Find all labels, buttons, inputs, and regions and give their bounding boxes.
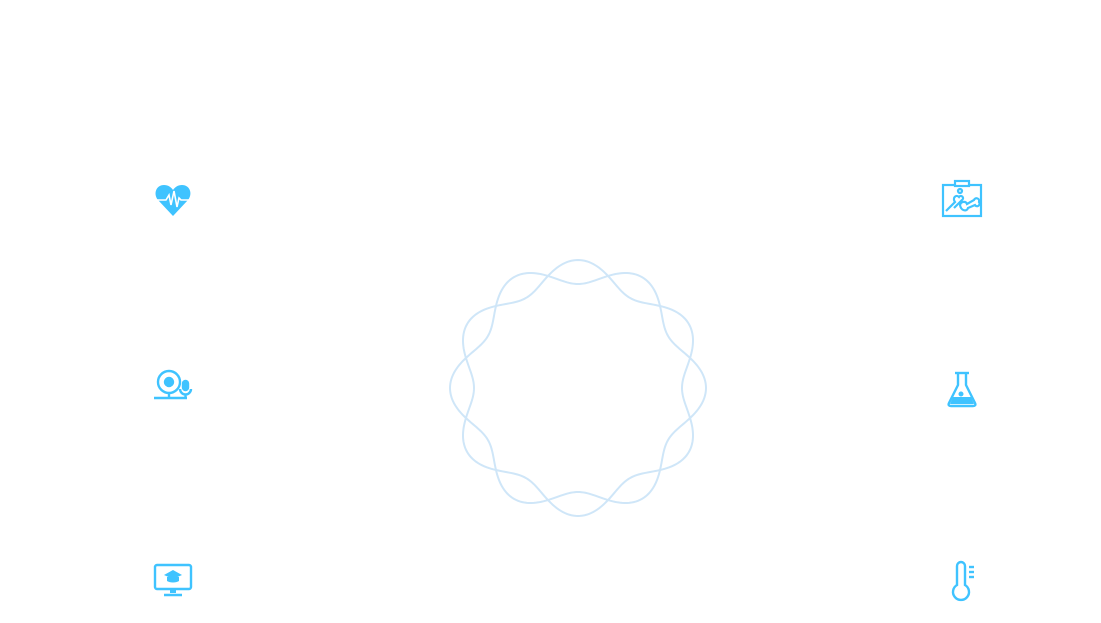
thermometer-icon[interactable] — [940, 558, 984, 602]
webcam-icon[interactable] — [151, 365, 195, 409]
flask-icon[interactable] — [940, 368, 984, 412]
decorative-wave-ring — [448, 258, 708, 518]
xray-icon[interactable] — [940, 178, 984, 222]
wave-ring-path — [461, 258, 695, 518]
heart-rate-icon[interactable] — [151, 178, 195, 222]
wave-ring-path — [448, 271, 708, 505]
online-education-icon[interactable] — [151, 558, 195, 602]
